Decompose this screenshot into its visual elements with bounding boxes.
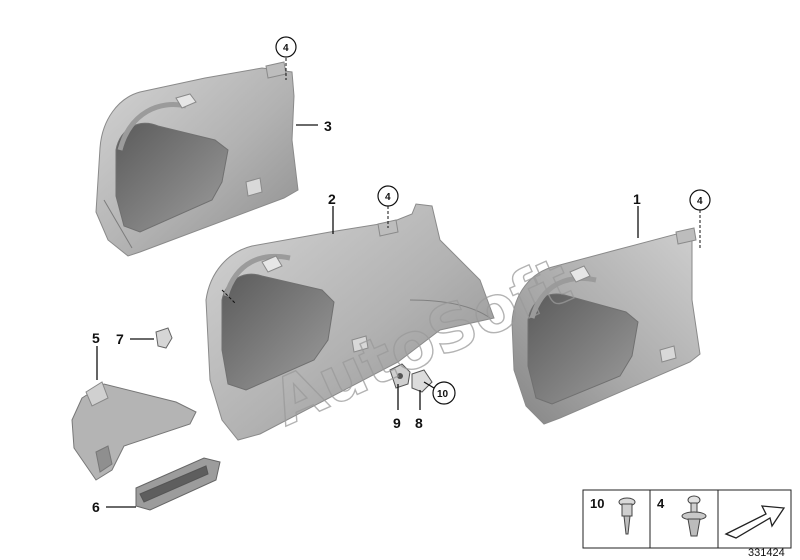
trim-panel-part-1 <box>511 227 701 425</box>
svg-text:10: 10 <box>437 389 449 400</box>
callout-5: 5 <box>92 330 100 346</box>
screw-icon <box>618 497 636 535</box>
arrow-icon <box>724 505 786 539</box>
callout-7: 7 <box>116 331 124 347</box>
callout-1: 1 <box>633 191 641 207</box>
svg-text:4: 4 <box>283 43 289 54</box>
bracket-part-5 <box>71 381 197 481</box>
callout-4-right: 4 <box>689 189 711 211</box>
clip-part-7 <box>155 327 173 349</box>
legend-item-10-number: 10 <box>590 496 604 511</box>
diagram-code: 331424 <box>748 547 785 559</box>
trim-panel-part-3 <box>95 61 299 257</box>
handle-part-6 <box>135 457 221 511</box>
callout-4-center: 4 <box>377 185 399 207</box>
clip-part-8 <box>411 369 433 393</box>
svg-text:4: 4 <box>697 196 703 207</box>
callout-6: 6 <box>92 499 100 515</box>
expanding-rivet-icon <box>681 495 707 537</box>
clip-part-9 <box>389 363 411 389</box>
callout-9: 9 <box>393 415 401 431</box>
callout-3: 3 <box>324 118 332 134</box>
callout-8: 8 <box>415 415 423 431</box>
callout-10: 10 <box>432 381 456 405</box>
svg-text:4: 4 <box>385 192 391 203</box>
leader-lines <box>96 58 701 508</box>
legend-item-4-number: 4 <box>657 496 665 511</box>
callout-4-top-left: 4 <box>275 36 297 58</box>
trim-panel-part-2 <box>205 203 495 441</box>
callout-2: 2 <box>328 191 336 207</box>
fastener-legend: 10 4 <box>582 489 792 549</box>
